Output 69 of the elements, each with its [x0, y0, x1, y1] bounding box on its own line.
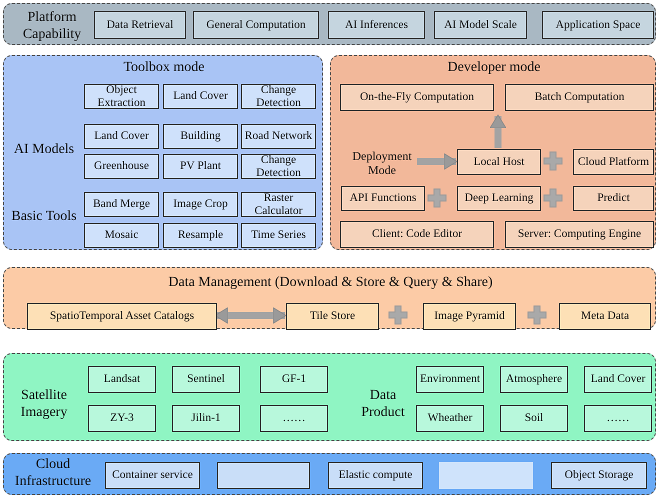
process-box: Cloud Platform [573, 149, 654, 175]
process-box: Building [163, 124, 238, 149]
process-box: Meta Data [559, 303, 651, 330]
process-box: …… [584, 405, 652, 432]
process-box: On-the-Fly Computation [340, 84, 494, 111]
empty-box [439, 462, 533, 489]
process-box: Greenhouse [84, 154, 159, 179]
process-box: Road Network [241, 124, 316, 149]
row-label: Satellite Imagery [20, 388, 68, 422]
process-box: Soil [500, 405, 568, 432]
process-box: Land Cover [163, 84, 238, 109]
process-box: Change Detection [241, 154, 316, 179]
process-box: SpatioTemporal Asset Catalogs [27, 303, 217, 330]
process-box: PV Plant [163, 154, 238, 179]
panel-heading: Toolbox mode [122, 60, 206, 77]
process-box: Batch Computation [505, 84, 654, 111]
process-box: Server: Computing Engine [505, 221, 654, 248]
process-box: Deep Learning [457, 186, 541, 211]
layer-panel [3, 453, 656, 495]
process-box: Data Retrieval [94, 11, 186, 39]
process-box: Tile Store [286, 303, 379, 330]
process-box: AI Model Scale [434, 11, 527, 39]
block-arrow [417, 153, 458, 170]
process-box: Band Merge [84, 192, 159, 217]
process-box: Resample [163, 223, 238, 248]
process-box: Wheather [416, 405, 484, 432]
process-box: Predict [573, 186, 654, 211]
layer-panel [330, 55, 656, 250]
process-box: Client: Code Editor [340, 221, 494, 248]
row-label: Platform Capability [22, 10, 82, 44]
layer-panel [3, 55, 323, 250]
process-box: API Functions [341, 186, 425, 211]
node-label: Deployment Mode [346, 147, 418, 179]
process-box: ZY-3 [88, 405, 156, 432]
block-arrow [490, 114, 506, 148]
process-box: …… [260, 405, 328, 432]
process-box: Land Cover [84, 124, 159, 149]
empty-box [217, 462, 310, 489]
process-box: Atmosphere [500, 366, 568, 393]
process-box: General Computation [193, 11, 319, 39]
process-box: Mosaic [84, 223, 159, 248]
process-box: Local Host [457, 149, 541, 175]
row-label: Basic Tools [10, 209, 78, 226]
process-box: Jilin-1 [172, 405, 240, 432]
process-box: Change Detection [241, 84, 316, 109]
process-box: Object Extraction [84, 84, 159, 109]
process-box: Image Crop [163, 192, 238, 217]
process-box: Application Space [542, 11, 654, 39]
process-box: Sentinel [172, 366, 240, 393]
row-label: Data Product [360, 388, 406, 422]
layer-panel [3, 267, 656, 329]
row-label: AI Models [12, 142, 76, 159]
process-box: Object Storage [551, 462, 647, 489]
layer-panel [3, 3, 656, 45]
panel-heading: Data Management (Download & Store & Query & Share) [167, 275, 494, 292]
process-box: Elastic compute [328, 462, 423, 489]
layer-panel [3, 353, 656, 441]
process-box: Landsat [88, 366, 156, 393]
process-box: Time Series [241, 223, 316, 248]
double-arrow [214, 307, 286, 324]
process-box: AI Inferences [328, 11, 425, 39]
process-box: Environment [416, 366, 484, 393]
process-box: GF-1 [260, 366, 328, 393]
row-label: Cloud Infrastructure [14, 457, 92, 491]
process-box: Container service [105, 462, 200, 489]
process-box: Land Cover [584, 366, 652, 393]
process-box: Image Pyramid [423, 303, 516, 330]
panel-heading: Developer mode [446, 60, 542, 77]
process-box: Raster Calculator [241, 192, 316, 217]
